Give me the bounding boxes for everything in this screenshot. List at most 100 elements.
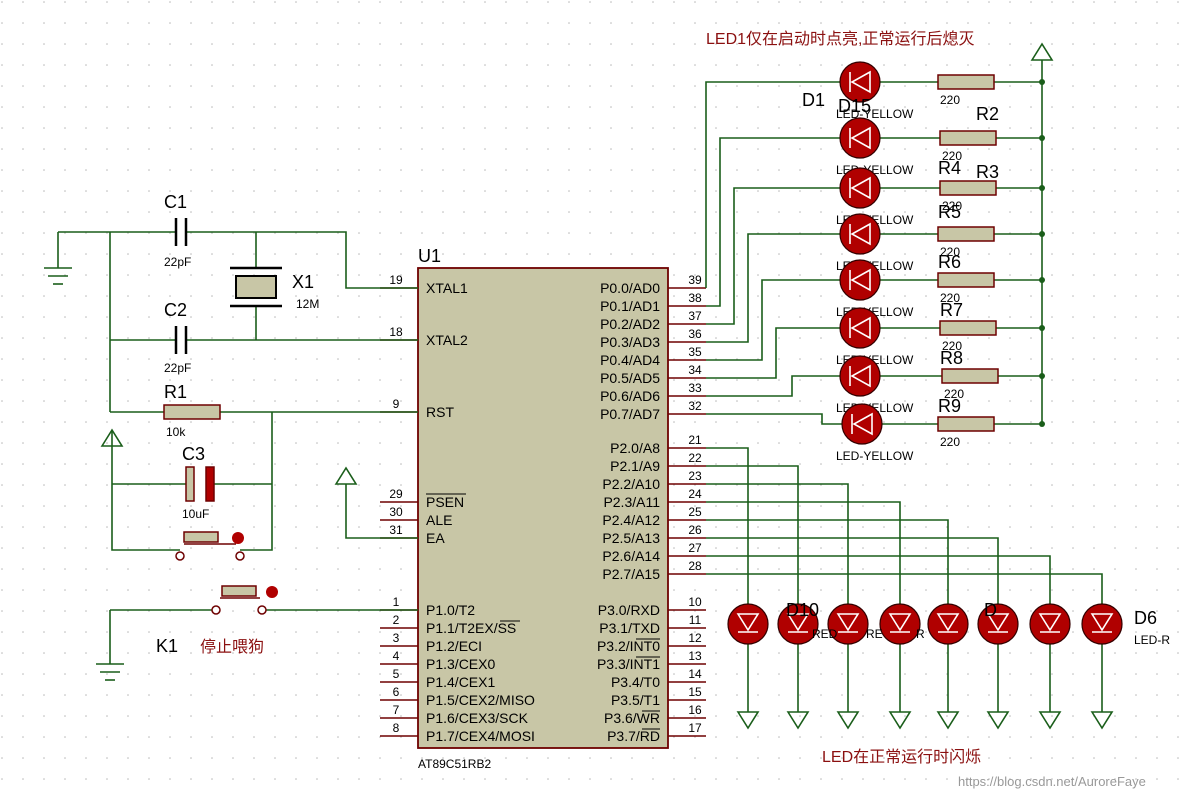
led-symbol: [936, 613, 960, 633]
pin-name: P2.5/A13: [602, 530, 660, 546]
bottom-led-partial: RED: [812, 627, 838, 641]
capacitor-c3[interactable]: C3 10uF: [182, 444, 215, 521]
pin-name: P1.3/CEX0: [426, 656, 495, 672]
pin-number: 29: [389, 487, 403, 501]
reset-button[interactable]: [175, 531, 245, 561]
pin-number: 31: [389, 523, 403, 537]
pin-name: XTAL2: [426, 332, 468, 348]
top-res-label: R8: [940, 348, 963, 368]
resistor: [939, 130, 997, 146]
ground-arrow: [1090, 711, 1114, 730]
resistor-value: 220: [940, 435, 960, 449]
top-led-rail: [1030, 42, 1054, 424]
pin-number: 8: [393, 721, 400, 735]
pin-number: 26: [688, 523, 702, 537]
pin-name: PSEN: [426, 494, 464, 510]
c1-value: 22pF: [164, 255, 191, 269]
led-wire: [706, 465, 799, 604]
resistor: [941, 368, 999, 384]
led-wire: [705, 81, 840, 288]
led-symbol: [849, 222, 871, 246]
ground-arrow: [986, 711, 1010, 730]
bottom-led-partial: D: [984, 600, 997, 620]
k1-label: 停止喂狗: [200, 638, 264, 656]
led-wire: [706, 555, 1051, 604]
pin-name: EA: [426, 530, 445, 546]
resistor: [937, 272, 995, 288]
pin-number: 21: [688, 433, 702, 447]
pin-number: 34: [688, 363, 702, 377]
c2-ref: C2: [164, 300, 187, 320]
pin-number: 19: [389, 273, 403, 287]
top-note: LED1仅在启动时点亮,正常运行后熄灭: [706, 30, 974, 48]
led-symbol: [1090, 613, 1114, 633]
bottom-led-array[interactable]: [706, 447, 1123, 730]
pin-name: P2.4/A12: [602, 512, 660, 528]
pin-number: 24: [688, 487, 702, 501]
pin-name: P1.1/T2EX/SS: [426, 620, 516, 636]
resistor-value: 220: [942, 339, 962, 353]
led-indicator: [839, 259, 881, 301]
pin-number: 3: [393, 631, 400, 645]
ground-arrow: [888, 711, 912, 730]
led-symbol: [736, 613, 760, 633]
k1-ref: K1: [156, 636, 178, 656]
pin-name: P1.5/CEX2/MISO: [426, 692, 535, 708]
led-wire: [706, 519, 949, 604]
mcu-right-pins: 39P0.0/AD038P0.1/AD137P0.2/AD236P0.3/AD3…: [597, 273, 706, 744]
pin-name: P3.7/RD: [607, 728, 660, 744]
pin-name: P1.6/CEX3/SCK: [426, 710, 529, 726]
resistor-value: 220: [940, 245, 960, 259]
pin-name: P0.3/AD3: [600, 334, 660, 350]
bottom-led-partial: RE: [866, 627, 883, 641]
c1-ref: C1: [164, 192, 187, 212]
bottom-led-labels: D10 D6 LED-R RED RE R D: [786, 600, 1170, 647]
pin-name: P0.1/AD1: [600, 298, 660, 314]
led-indicator: [839, 117, 881, 159]
pin-name: P3.6/WR: [604, 710, 660, 726]
pin-number: 39: [688, 273, 702, 287]
vcc-arrow-reset: [100, 428, 124, 450]
led-wire: [706, 279, 840, 361]
top-res-label: R6: [938, 252, 961, 272]
pin-name: P3.4/T0: [611, 674, 660, 690]
resistor-r1[interactable]: R1 10k: [163, 382, 221, 439]
junction-dot: [1039, 79, 1045, 85]
pin-name: P2.2/A10: [602, 476, 660, 492]
pin-number: 15: [688, 685, 702, 699]
led-wire: [706, 327, 840, 379]
ground-arrow: [936, 711, 960, 730]
led-wire: [706, 413, 842, 425]
crystal-x1[interactable]: X1 12M: [230, 266, 319, 311]
pin-number: 5: [393, 667, 400, 681]
ground-arrow: [1038, 711, 1062, 730]
pin-number: 38: [688, 291, 702, 305]
pin-name: P3.0/RXD: [598, 602, 660, 618]
led-wire: [706, 137, 840, 307]
led-symbol: [786, 613, 810, 633]
pin-name: P2.3/A11: [603, 494, 660, 510]
led-symbol: [1038, 613, 1062, 633]
reset-wiring: [110, 411, 418, 551]
capacitor-c1[interactable]: C1 22pF: [164, 192, 191, 269]
ground-arrow: [836, 711, 860, 730]
capacitor-c2[interactable]: C2 22pF: [164, 300, 191, 375]
top-res-label: R5: [938, 202, 961, 222]
x1-ref: X1: [292, 272, 314, 292]
pin-name: P0.5/AD5: [600, 370, 660, 386]
pin-name: P3.2/INT0: [597, 638, 660, 654]
led-symbol: [849, 176, 871, 200]
watermark: https://blog.csdn.net/AuroreFaye: [958, 774, 1146, 789]
led-symbol: [888, 613, 912, 633]
pin-number: 4: [393, 649, 400, 663]
switch-k1[interactable]: K1 停止喂狗: [156, 585, 278, 656]
top-led-array[interactable]: 220LED-YELLOW220LED-YELLOW220LED-YELLOW2…: [705, 61, 1045, 463]
pin-number: 27: [688, 541, 702, 555]
led-symbol: [849, 316, 871, 340]
pin-number: 35: [688, 345, 702, 359]
c3-ref: C3: [182, 444, 205, 464]
junction-dot: [1039, 185, 1045, 191]
top-res-label: R2: [976, 104, 999, 124]
pin-name: P1.4/CEX1: [426, 674, 495, 690]
